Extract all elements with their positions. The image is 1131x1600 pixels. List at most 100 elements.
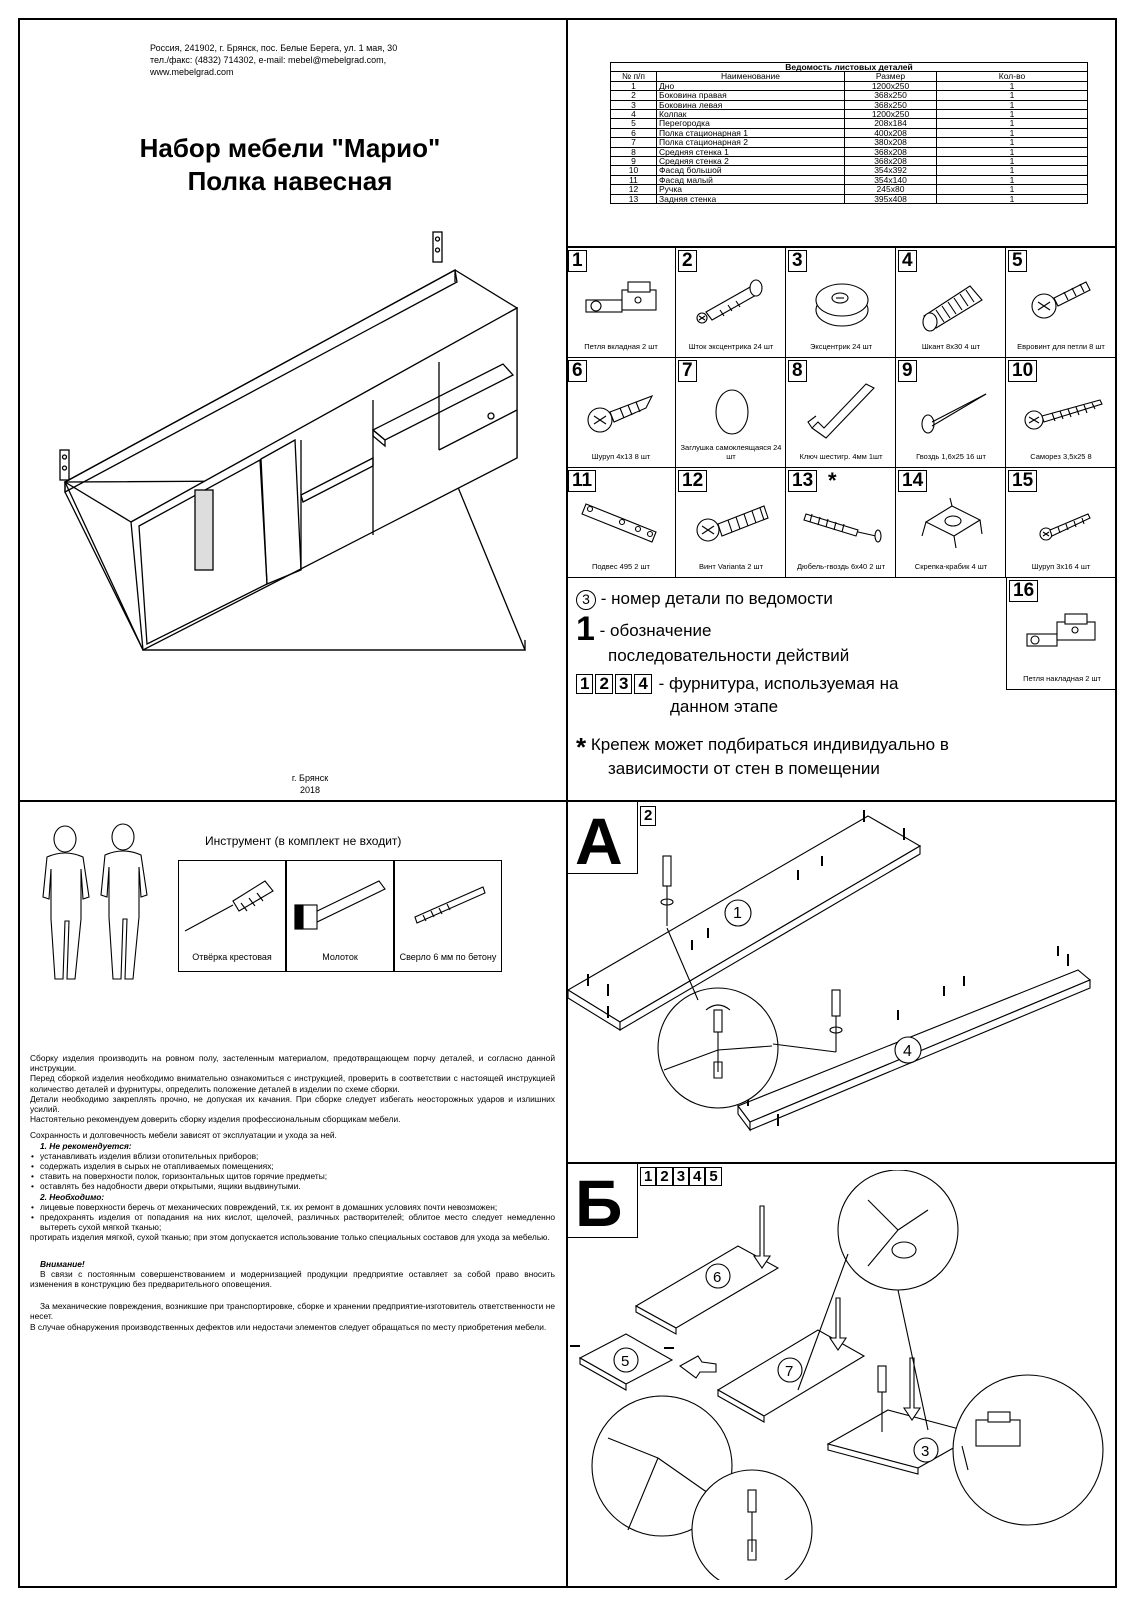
hardware-number: 13 bbox=[788, 470, 818, 492]
list-item: ставить на поверхности полок, горизонтал… bbox=[30, 1171, 555, 1181]
step-a-diagram: 1 4 bbox=[568, 810, 1092, 1132]
table-cell: 2 bbox=[610, 90, 657, 101]
hardware-item-13: 13 * Дюбель-гвоздь 6х40 2 шт bbox=[786, 468, 896, 578]
shelf-illustration bbox=[59, 231, 526, 652]
table-cell: 395х408 bbox=[844, 193, 937, 205]
divider-step-b bbox=[566, 1162, 1117, 1164]
step-b-frame bbox=[566, 1164, 638, 1238]
table-cell: 1 bbox=[610, 80, 657, 92]
col-header: № п/п bbox=[610, 71, 657, 82]
hardware-box: 2 bbox=[595, 674, 613, 694]
legend-note: * Крепеж может подбираться индивидуально… bbox=[576, 734, 949, 760]
table-cell: 7 bbox=[610, 137, 657, 148]
hardware-number: 6 bbox=[568, 360, 587, 382]
table-cell: Боковина левая bbox=[656, 99, 845, 111]
table-cell: Средняя стенка 1 bbox=[656, 146, 845, 158]
hardware-number: 3 bbox=[788, 250, 807, 272]
table-cell: 1 bbox=[936, 184, 1088, 195]
table-cell: 9 bbox=[610, 156, 657, 167]
hardware-number: 7 bbox=[678, 360, 697, 382]
hardware-label: Шток эксцентрика 24 шт bbox=[688, 342, 774, 351]
legend-text: - номер детали по ведомости bbox=[600, 589, 833, 608]
long-screw-icon bbox=[1024, 399, 1103, 430]
part-label: 1 bbox=[733, 905, 742, 922]
table-cell: 6 bbox=[610, 127, 657, 139]
table-cell: 208х184 bbox=[844, 118, 937, 129]
hardware-label: Подвес 495 2 шт bbox=[592, 562, 650, 571]
hardware-number: 10 bbox=[1008, 360, 1038, 382]
hardware-number: 15 bbox=[1008, 470, 1038, 492]
cam-bolt-icon bbox=[696, 279, 763, 324]
tool-label: Отвёрка крестовая bbox=[192, 952, 272, 962]
table-cell: 354х392 bbox=[844, 165, 937, 176]
table-cell: 1200х250 bbox=[844, 109, 937, 120]
table-cell: 1 bbox=[936, 99, 1088, 111]
divider-horizontal bbox=[18, 800, 1117, 802]
col-header: Кол-во bbox=[936, 71, 1088, 82]
table-cell: Боковина правая bbox=[656, 90, 845, 101]
table-cell: 245х80 bbox=[844, 184, 937, 195]
table-cell: Дно bbox=[656, 80, 845, 92]
screwdriver-icon bbox=[184, 880, 274, 932]
hardware-label: Дюбель-гвоздь 6х40 2 шт bbox=[796, 562, 886, 571]
tool-label: Сверло 6 мм по бетону bbox=[399, 952, 497, 962]
legend-note-line2: зависимости от стен в помещении bbox=[608, 759, 880, 778]
table-cell: Полка стационарная 1 bbox=[656, 127, 845, 139]
table-cell: 1 bbox=[936, 146, 1088, 158]
table-cell: Ручка bbox=[656, 184, 845, 195]
instruction-paragraph: Настоятельно рекомендуем доверить сборку… bbox=[30, 1114, 401, 1125]
table-cell: 1 bbox=[936, 156, 1088, 167]
instruction-paragraph: протирать изделия мягкой, сухой тканью; … bbox=[30, 1232, 550, 1243]
cam-lock-icon bbox=[815, 283, 869, 327]
table-cell: 1 bbox=[936, 127, 1088, 139]
table-cell: 3 bbox=[610, 99, 657, 111]
instruction-heading: 1. Не рекомендуется: bbox=[40, 1140, 132, 1151]
table-cell: 12 bbox=[610, 184, 657, 195]
table-cell: 1 bbox=[936, 174, 1088, 186]
overlay-hinge-icon bbox=[1026, 613, 1096, 647]
hardware-number: 9 bbox=[898, 360, 917, 382]
table-cell: 354х140 bbox=[844, 174, 937, 186]
hardware-ref: 2 bbox=[656, 1167, 673, 1186]
part-label: 4 bbox=[903, 1043, 912, 1060]
table-cell: Фасад малый bbox=[656, 174, 845, 186]
col-header: Размер bbox=[844, 71, 937, 82]
hardware-number: 4 bbox=[898, 250, 917, 272]
hardware-number: 12 bbox=[678, 470, 708, 492]
tool-drill-bit: Сверло 6 мм по бетону bbox=[394, 860, 502, 972]
legend-text: - обозначение bbox=[599, 621, 712, 640]
instruction-paragraph: В случае обнаружения производственных де… bbox=[30, 1321, 547, 1332]
document-title: Набор мебели "Марио" Полка навесная bbox=[60, 132, 520, 198]
part-label: 6 bbox=[713, 1269, 721, 1286]
dowel-icon bbox=[922, 285, 983, 332]
hardware-label: Петля вкладная 2 шт bbox=[584, 342, 658, 351]
legend-step-line2: последовательности действий bbox=[608, 646, 850, 665]
table-cell: 13 bbox=[610, 193, 657, 205]
part-label: 7 bbox=[785, 1363, 793, 1380]
instruction-paragraph: Детали необходимо закреплять прочно, не … bbox=[30, 1093, 555, 1115]
table-cell: 1 bbox=[936, 118, 1088, 129]
part-label: 3 bbox=[921, 1443, 929, 1460]
divider-vertical bbox=[566, 18, 568, 1588]
hardware-label: Заглушка самоклеящаяся 24 шт bbox=[680, 443, 782, 461]
year: 2018 bbox=[299, 785, 321, 795]
hammer-icon bbox=[294, 880, 386, 930]
hardware-label: Скрепка-крабик 4 шт bbox=[914, 562, 988, 571]
hardware-label: Шкант 8х30 4 шт bbox=[921, 342, 981, 351]
list-item: лицевые поверхности беречь от механическ… bbox=[30, 1202, 555, 1212]
varianta-screw-icon bbox=[696, 505, 769, 542]
hardware-item-5: 5 Евровинт для петли 8 шт bbox=[1006, 248, 1116, 358]
table-cell: 1 bbox=[936, 193, 1088, 205]
two-people-icon bbox=[42, 823, 148, 980]
hardware-label: Шуруп 4х13 8 шт bbox=[591, 452, 651, 461]
hardware-top-rule bbox=[566, 246, 1117, 248]
table-cell: Колпак bbox=[656, 109, 845, 120]
